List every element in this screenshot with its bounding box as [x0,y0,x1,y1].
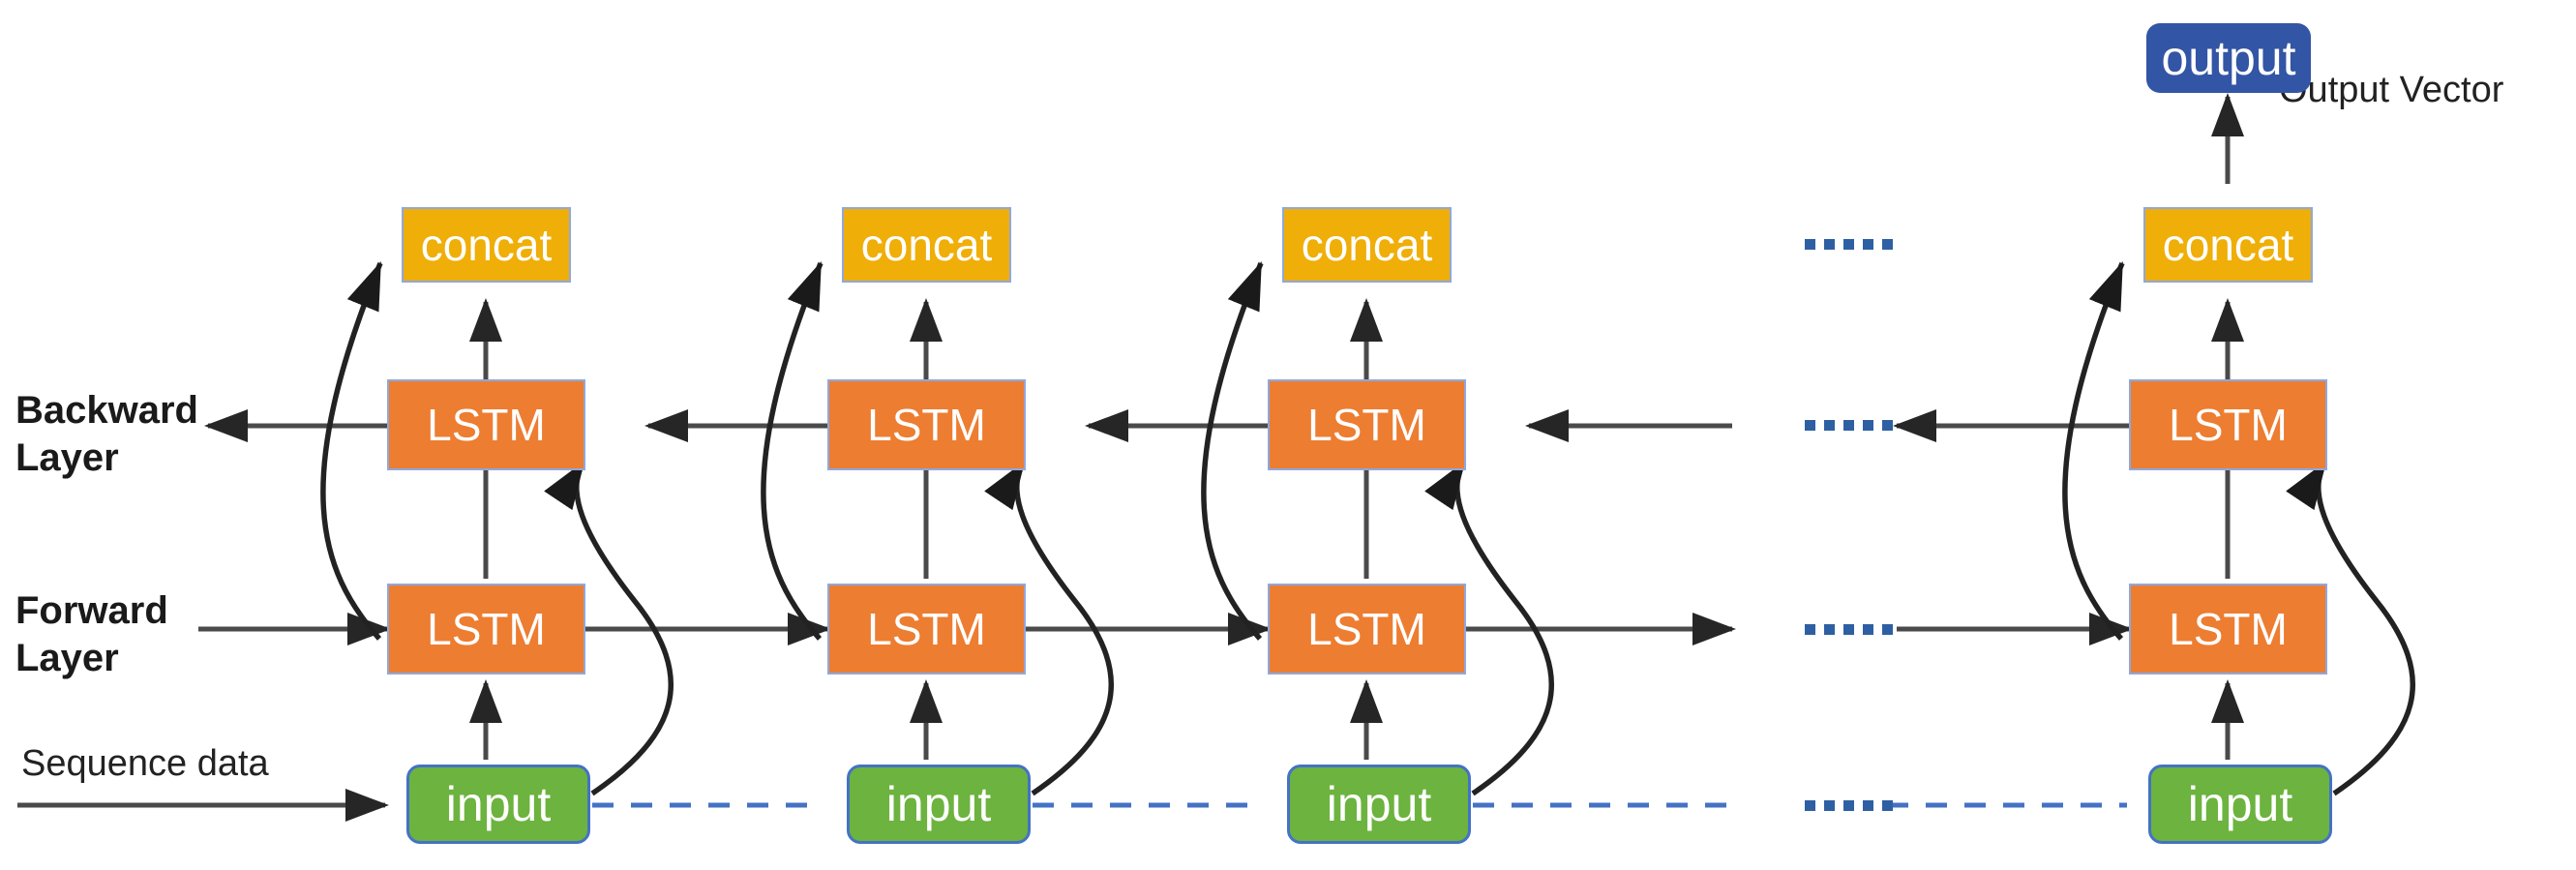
forward-to-concat-curves [320,260,2125,641]
concat-box-tn[interactable]: concat [2143,207,2313,283]
forward-lstm-tn[interactable]: LSTM [2129,584,2327,675]
ellipsis-dot [1843,239,1854,250]
ellipsis-dot [1824,239,1835,250]
ellipsis-dot [1805,800,1815,811]
output-box[interactable]: output [2146,23,2311,93]
ellipsis-dot [1882,800,1893,811]
backward-lstm-t3[interactable]: LSTM [1268,379,1466,470]
backward-lstm-t2[interactable]: LSTM [827,379,1026,470]
ellipsis-dot [1805,239,1815,250]
ellipsis-dot [1824,800,1835,811]
input-box-t3[interactable]: input [1287,765,1471,844]
ellipsis-forward-row [1805,624,1893,635]
concat-box-t2[interactable]: concat [842,207,1011,283]
ellipsis-dot [1863,800,1873,811]
input-box-tn[interactable]: input [2148,765,2332,844]
forward-layer-label: Forward Layer [15,589,168,679]
concat-box-t3[interactable]: concat [1282,207,1452,283]
forward-lstm-t3[interactable]: LSTM [1268,584,1466,675]
ellipsis-dot [1824,624,1835,635]
ellipsis-dot [1882,239,1893,250]
output-vector-label: Output Vector [2279,70,2504,110]
ellipsis-dot [1843,624,1854,635]
input-box-t1[interactable]: input [406,765,590,844]
forward-lstm-t1[interactable]: LSTM [387,584,585,675]
input-box-t2[interactable]: input [847,765,1031,844]
backward-layer-label: Backward Layer [15,389,198,479]
ellipsis-dot [1863,420,1873,431]
ellipsis-concat-row [1805,239,1893,250]
ellipsis-dot [1863,624,1873,635]
ellipsis-input-row [1805,800,1893,811]
ellipsis-dot [1824,420,1835,431]
backward-lstm-t1[interactable]: LSTM [387,379,585,470]
sequence-data-label: Sequence data [21,743,269,784]
forward-lstm-t2[interactable]: LSTM [827,584,1026,675]
ellipsis-dot [1882,624,1893,635]
backward-lstm-tn[interactable]: LSTM [2129,379,2327,470]
ellipsis-dot [1863,239,1873,250]
ellipsis-dot [1805,420,1815,431]
ellipsis-dot [1843,420,1854,431]
ellipsis-dot [1805,624,1815,635]
ellipsis-dot [1882,420,1893,431]
ellipsis-dot [1843,800,1854,811]
ellipsis-backward-row [1805,420,1893,431]
concat-box-t1[interactable]: concat [402,207,571,283]
